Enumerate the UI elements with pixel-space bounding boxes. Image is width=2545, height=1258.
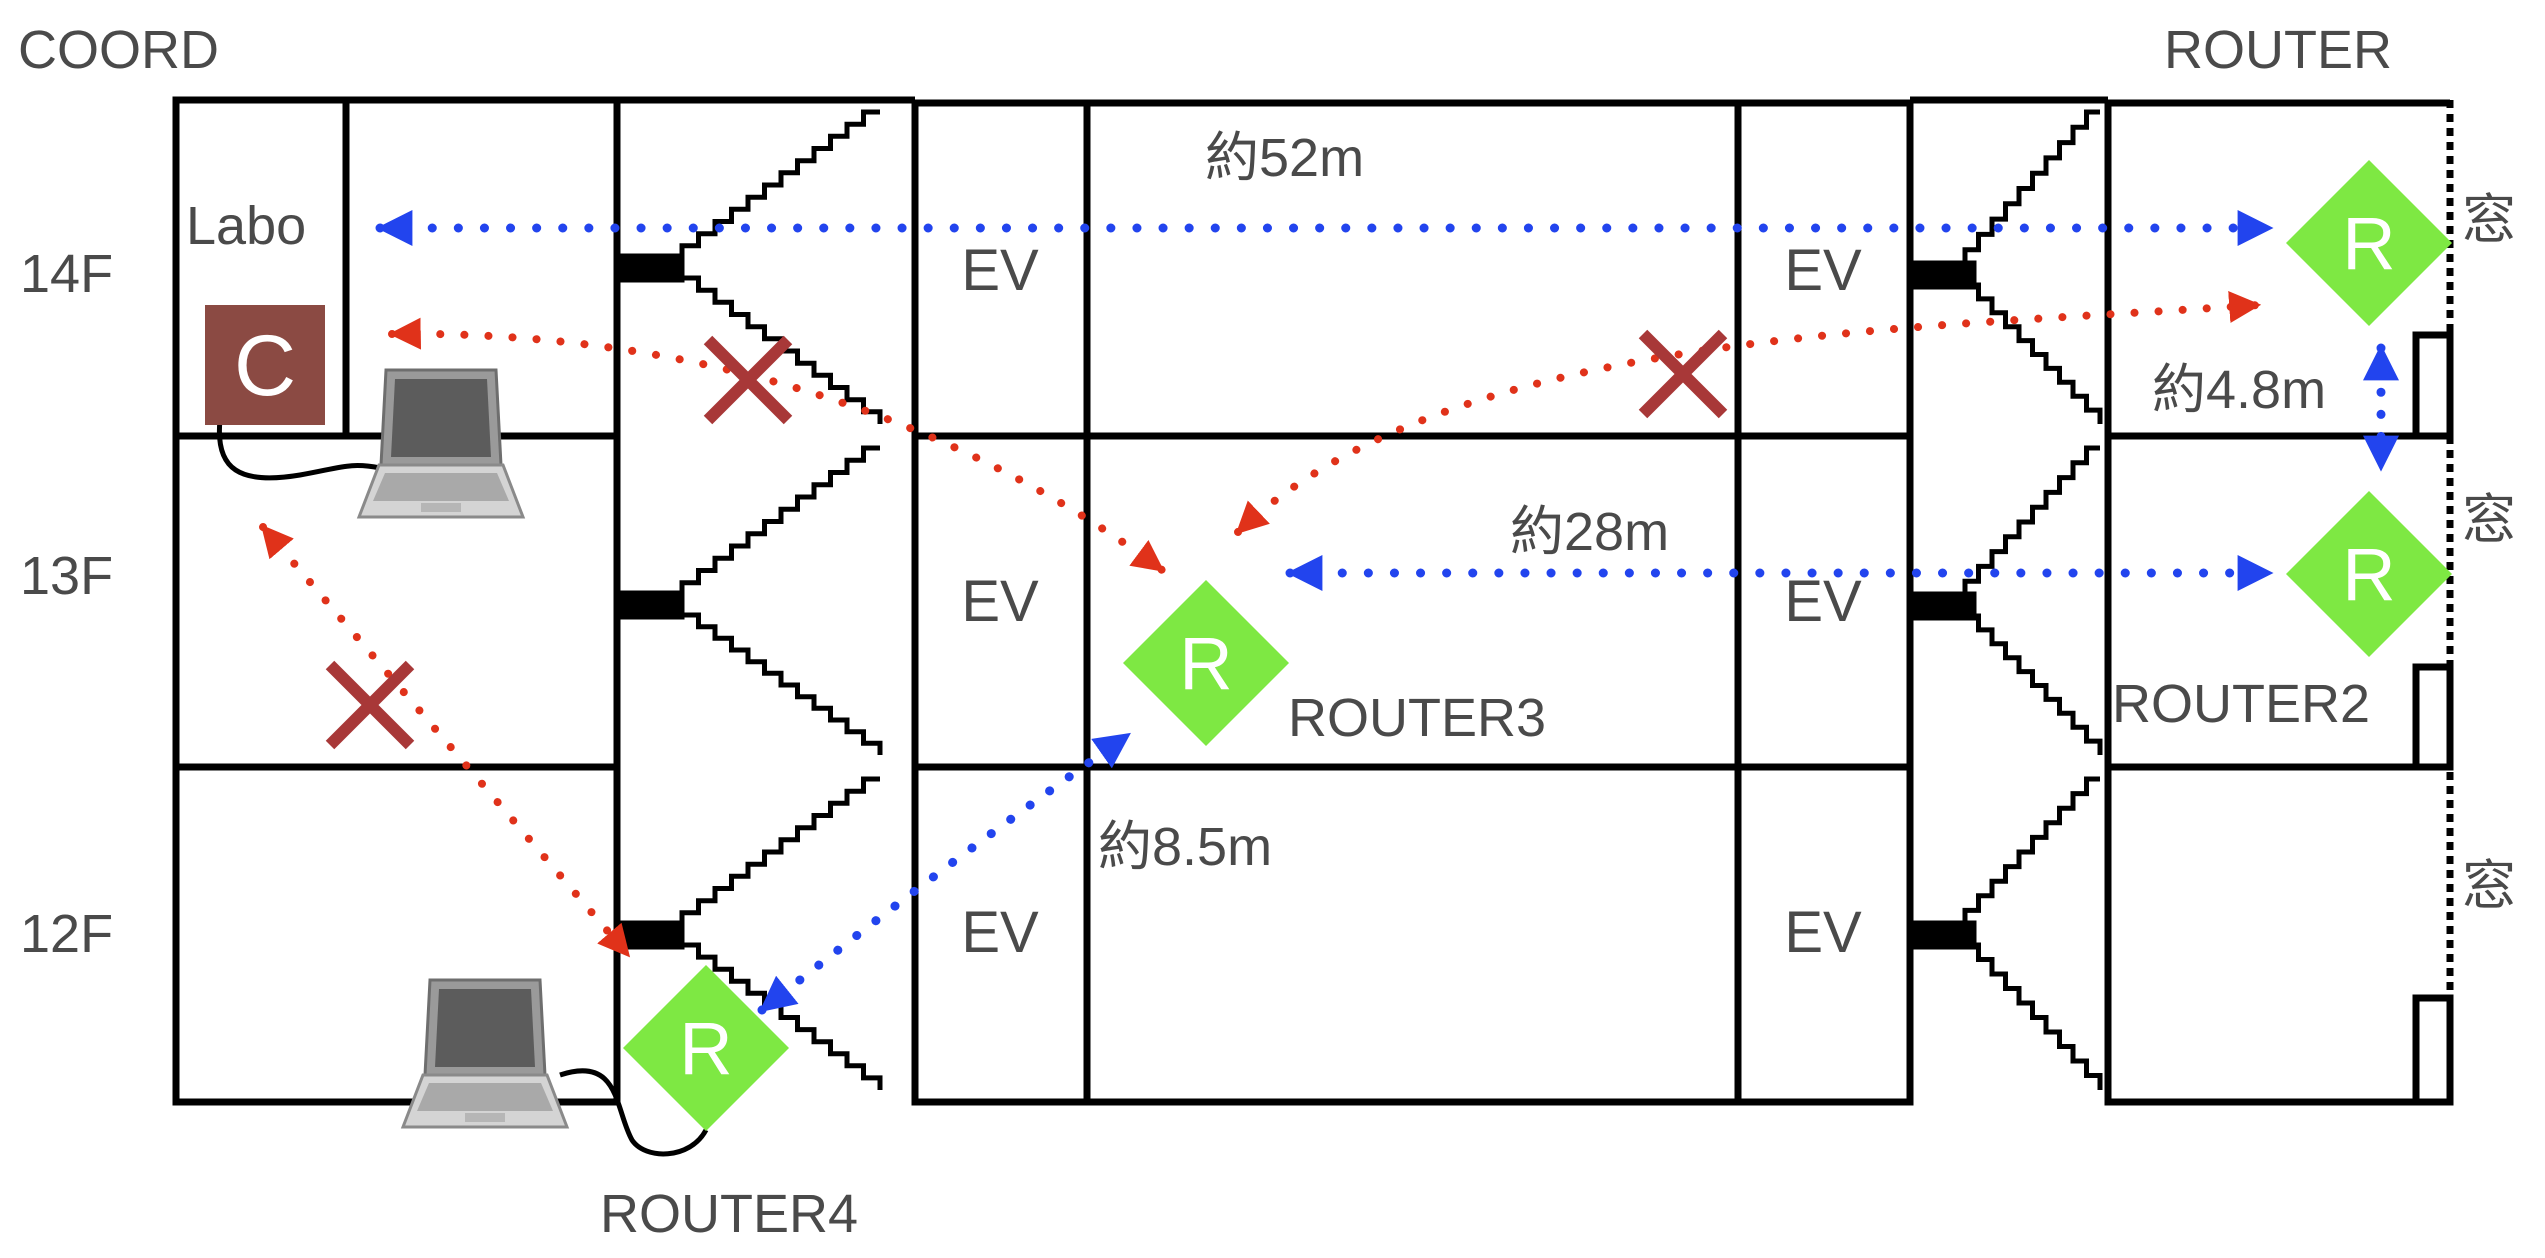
laptop-icon xyxy=(401,978,569,1129)
stair-landing xyxy=(617,590,685,620)
cable xyxy=(216,419,381,481)
stair-landing xyxy=(1909,260,1977,290)
window-notches xyxy=(2412,331,2454,1106)
stair-flight xyxy=(682,942,883,1090)
router-node-label: R xyxy=(2342,202,2395,285)
stair-flight xyxy=(1965,613,2103,755)
stair-flight xyxy=(1962,776,2100,925)
distance-52m: 約52m xyxy=(1205,128,1364,188)
stair-flight xyxy=(679,776,880,925)
cable xyxy=(559,1068,709,1157)
link-ng-labo-router3 xyxy=(388,317,1166,574)
router3-node: R xyxy=(1123,580,1289,746)
stair-flight xyxy=(1962,109,2100,265)
coordinator-label: C xyxy=(234,318,296,414)
elevator-label: EV xyxy=(961,238,1039,303)
router3-label: ROUTER3 xyxy=(1288,688,1546,748)
stair-flight xyxy=(1962,445,2100,596)
coordinator-node: C xyxy=(205,305,325,425)
link-ok-router4-router3 xyxy=(757,730,1133,1015)
elevator-label: EV xyxy=(1784,238,1862,303)
window-label: 窓 xyxy=(2462,856,2516,916)
stair-flight xyxy=(1965,282,2103,424)
stair-landing xyxy=(617,920,685,950)
distance-4-8m: 約4.8m xyxy=(2152,360,2326,420)
stair-landing xyxy=(1909,920,1977,950)
floor-label-13f: 13F xyxy=(20,546,113,606)
router-node-14f: R xyxy=(2286,160,2452,326)
laptop-icon xyxy=(357,368,525,519)
coord-title: COORD xyxy=(18,20,219,80)
stair-flight xyxy=(679,445,880,595)
staircases xyxy=(617,109,2103,1090)
labo-label: Labo xyxy=(186,196,306,256)
elevator-label: EV xyxy=(1784,900,1862,965)
stair-landing xyxy=(617,253,685,283)
window-label: 窓 xyxy=(2462,190,2516,250)
router4-label: ROUTER4 xyxy=(600,1184,858,1244)
cross-mark xyxy=(703,335,793,425)
cross-mark xyxy=(1638,329,1728,419)
cross-mark xyxy=(325,660,415,750)
window-label: 窓 xyxy=(2462,490,2516,550)
link-ng-coord-router4 xyxy=(259,523,632,959)
elevator-label: EV xyxy=(961,569,1039,634)
floor-label-14f: 14F xyxy=(20,244,113,304)
floor-label-12f: 12F xyxy=(20,904,113,964)
elevator-label: EV xyxy=(961,900,1039,965)
router-node-label: R xyxy=(1179,622,1232,705)
router-node-label: R xyxy=(2342,533,2395,616)
router2-node: R xyxy=(2286,491,2452,657)
router-title: ROUTER xyxy=(2164,20,2392,80)
stair-flight xyxy=(1965,942,2103,1090)
stair-flight xyxy=(679,109,880,258)
router4-node: R xyxy=(623,965,789,1131)
distance-8-5m: 約8.5m xyxy=(1098,817,1272,877)
stair-flight xyxy=(682,612,883,755)
distance-28m: 約28m xyxy=(1510,502,1669,562)
building-walls xyxy=(172,96,2450,1106)
stair-landing xyxy=(1909,591,1977,621)
elevator-label: EV xyxy=(1784,569,1862,634)
router2-label: ROUTER2 xyxy=(2112,674,2370,734)
router-node-label: R xyxy=(679,1007,732,1090)
